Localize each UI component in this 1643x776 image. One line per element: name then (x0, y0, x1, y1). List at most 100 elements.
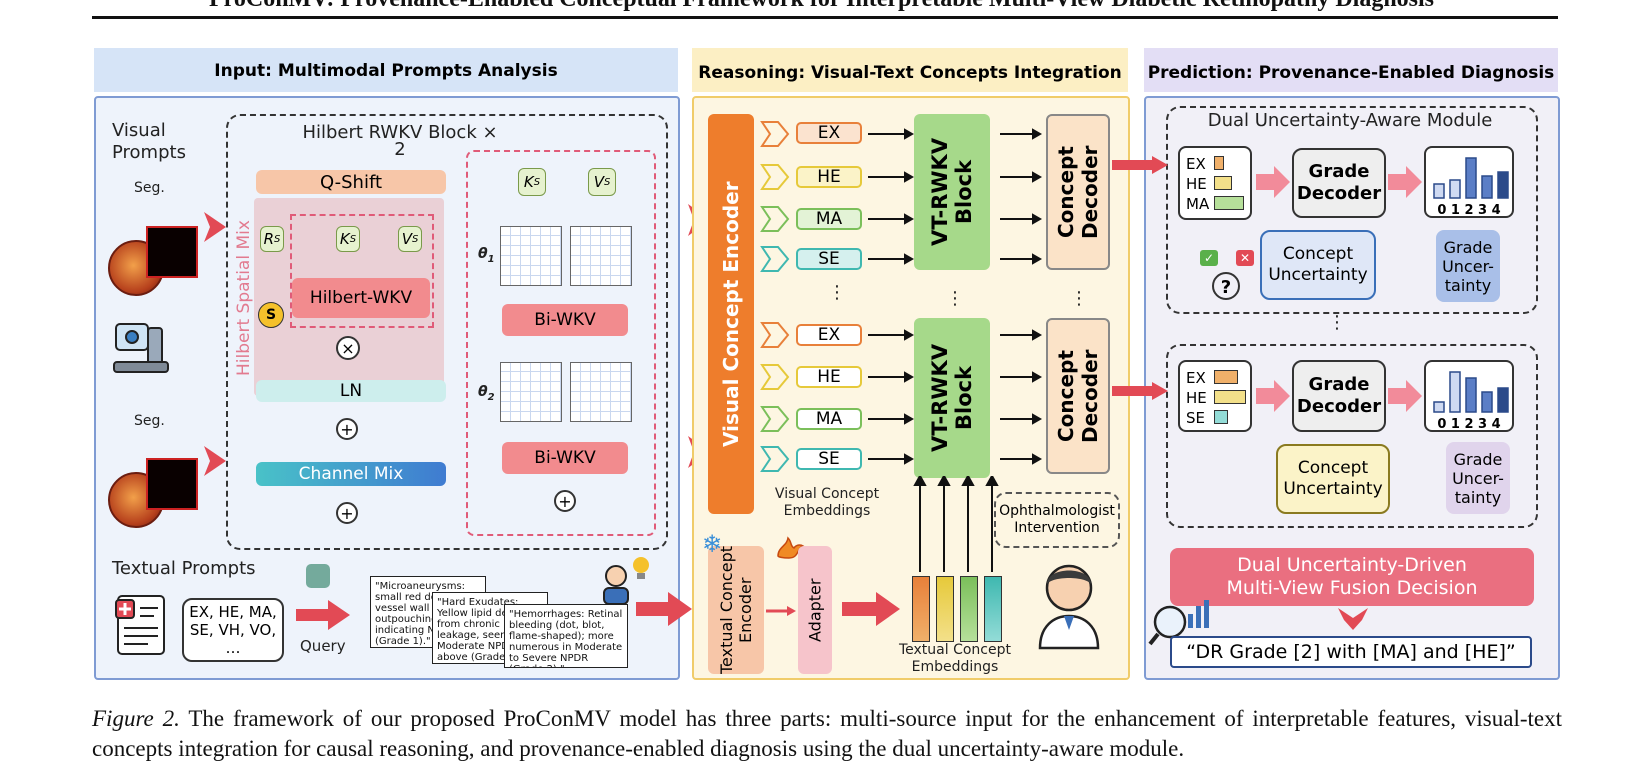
grade-decoder-top: Grade Decoder (1292, 148, 1386, 218)
theta1-label: θ1 (478, 246, 495, 268)
kv-dashed-region (290, 214, 434, 328)
arrow-text-to-encoder (636, 592, 692, 626)
tag-se-top: SE (796, 248, 862, 270)
hilbert-spatial-mix-label: Hilbert Spatial Mix (234, 220, 254, 376)
bi-wkv-block-1: Bi-WKV (502, 304, 628, 336)
bar-label-se-bottom: SE (1186, 409, 1205, 427)
dual-uncertainty-module-bottom (1166, 344, 1538, 528)
seg-label-top: Seg. (134, 180, 165, 196)
concept-uncertainty-top: Concept Uncertainty (1260, 230, 1376, 300)
grade-histogram-top: 0 1 2 3 4 (1424, 146, 1514, 218)
embedding-up-arrows (908, 473, 1008, 572)
bi-wkv-detail-region (466, 150, 656, 536)
arrow-bars-to-decoder-top (1256, 166, 1290, 198)
adapter-block: Adapter (798, 546, 832, 674)
arrow-adapter-to-embeddings (842, 592, 900, 626)
ellipsis-branches: ⋮ (1328, 312, 1346, 333)
doctor-icon-small (598, 562, 634, 606)
textual-prompts-label: Textual Prompts (112, 558, 256, 579)
tag-ma-bottom: MA (796, 408, 862, 430)
ophthalmologist-intervention: Ophthalmologist Intervention (994, 492, 1120, 548)
arrow-decoder-to-prediction-bottom (1112, 382, 1168, 400)
concept-bars-bottom-labels: EX HE SE (1186, 368, 1207, 428)
grade-histogram-bottom-bars (1433, 371, 1509, 413)
grade-uncertainty-bottom: Grade Uncer- tainty (1446, 442, 1510, 514)
grade-histogram-top-bars (1433, 157, 1509, 199)
hilbert-curve-2b (570, 362, 632, 422)
rs-subscript: S (274, 233, 281, 245)
visual-prompts-label: Visual Prompts (112, 120, 186, 163)
arrow-decoder-to-hist-bottom (1388, 380, 1422, 412)
fusion-down-arrow (1338, 608, 1368, 630)
prompt-note-3: "Hemorrhages: Retinal bleeding (dot, blo… (504, 604, 628, 668)
retina-camera-icon (112, 318, 172, 380)
concept-bar-he-top (1214, 176, 1232, 190)
hilbert-rwkv-block-region (226, 114, 668, 550)
reasoning-arrows (760, 114, 1110, 494)
arrow-input-reasoning-bottom (204, 446, 226, 476)
input-panel-title: Input: Multimodal Prompts Analysis (214, 61, 558, 81)
caption-label: Figure 2. (92, 706, 180, 731)
hilbert-curve-2a (500, 362, 562, 422)
check-icon: ✓ (1200, 250, 1218, 266)
concept-bar-ex-bottom (1214, 370, 1238, 384)
ks-label: K (339, 230, 350, 248)
theta1-subscript: 1 (487, 253, 495, 265)
ks-subscript: S (349, 233, 357, 245)
textual-embeddings-label: Textual Concept Embeddings (898, 642, 1011, 675)
ellipsis-decoder: ⋮ (1070, 288, 1088, 309)
bar-label-he-bottom: HE (1186, 389, 1207, 407)
tag-he-top: HE (796, 166, 862, 188)
arrow-decoder-to-prediction-top (1112, 156, 1168, 174)
add-node-1: + (336, 418, 358, 440)
title-rule (92, 16, 1558, 19)
grade-axis-bottom: 0 1 2 3 4 (1437, 417, 1501, 432)
detail-ks-label: K (523, 173, 534, 191)
chatgpt-icon (306, 564, 330, 588)
embedding-bar-ex (912, 576, 930, 642)
hilbert-wkv-block: Hilbert-WKV (292, 278, 430, 318)
detail-vs-label: V (593, 173, 604, 191)
grade-axis-top: 0 1 2 3 4 (1437, 203, 1501, 218)
concept-bar-ma-top (1214, 196, 1244, 210)
bi-wkv-block-2: Bi-WKV (502, 442, 628, 474)
concept-bar-he-bottom (1214, 390, 1246, 404)
grade-decoder-bottom: Grade Decoder (1292, 360, 1386, 432)
theta2-label: θ2 (478, 384, 495, 406)
textual-concept-encoder: Textual Concept Encoder (708, 546, 764, 674)
query-arrow (296, 600, 350, 630)
detail-ks-subscript: S (533, 176, 541, 188)
figure-title: ProConMV: Provenance-Enabled Conceptual … (0, 0, 1643, 13)
concept-uncertainty-bottom: Concept Uncertainty (1276, 444, 1390, 514)
rs-label: R (263, 230, 275, 248)
arrow-decoder-to-hist-top (1388, 166, 1422, 198)
embedding-bar-ma (960, 576, 978, 642)
prompt-note-1: "Microaneurysms: small red dots from ves… (370, 576, 486, 648)
bar-label-ex-bottom: EX (1186, 369, 1206, 387)
seg-label-bottom: Seg. (134, 413, 165, 429)
lightbulb-icon (632, 556, 650, 582)
visual-concept-encoder: Visual Concept Encoder (708, 114, 754, 514)
tag-ma-top: MA (796, 208, 862, 230)
dual-uncertainty-module-top (1166, 106, 1538, 314)
s-node: S (258, 302, 284, 328)
tag-ex-bottom: EX (796, 324, 862, 346)
input-header-bg (94, 48, 678, 92)
concept-bar-ex-top (1214, 156, 1224, 170)
clipboard-icon (112, 590, 172, 658)
lesion-map-top (146, 226, 198, 278)
lesion-map-bottom (146, 458, 198, 510)
hilbert-curve-1b (570, 226, 632, 286)
vs-subscript: S (411, 233, 419, 245)
fusion-decision-block: Dual Uncertainty-Driven Multi-View Fusio… (1170, 548, 1534, 606)
channel-mix-block: Channel Mix (256, 462, 446, 486)
reasoning-panel-title: Reasoning: Visual-Text Concepts Integrat… (698, 63, 1122, 83)
concept-list-box: EX, HE, MA, SE, VH, VO, … (182, 598, 284, 662)
q-shift-block: Q-Shift (256, 170, 446, 194)
cross-icon: ✕ (1236, 250, 1254, 266)
tag-he-bottom: HE (796, 366, 862, 388)
